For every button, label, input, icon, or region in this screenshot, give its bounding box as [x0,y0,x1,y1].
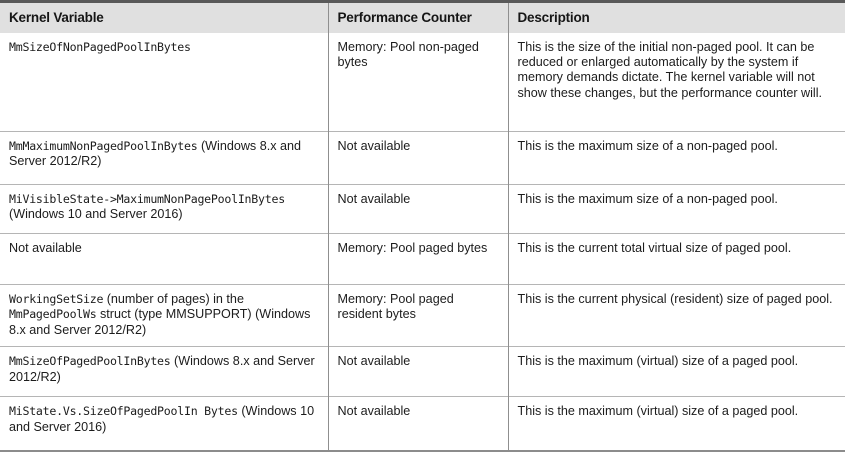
kernel-variable-code: MiVisibleState->MaximumNonPagePoolInByte… [9,192,285,206]
kernel-variable-note: (Windows 8.x and Server 2012/R2) [9,354,315,384]
header-row: Kernel Variable Performance Counter Desc… [0,1,845,33]
table-row: MiState.Vs.SizeOfPagedPoolIn Bytes (Wind… [0,396,845,451]
kernel-variable-note: (Windows 10 and Server 2016) [9,207,183,222]
cell-kernel-variable: MiState.Vs.SizeOfPagedPoolIn Bytes (Wind… [0,396,329,451]
table-row: MiVisibleState->MaximumNonPagePoolInByte… [0,184,845,234]
column-header-performance-counter: Performance Counter [328,1,509,33]
cell-description: This is the maximum (virtual) size of a … [508,396,845,451]
cell-performance-counter: Memory: Pool paged resident bytes [328,283,509,347]
kernel-variable-note: (Windows 8.x and Server 2012/R2) [9,139,302,169]
table-header: Kernel Variable Performance Counter Desc… [0,1,845,33]
kernel-variable-note: Not available [9,241,82,255]
table-body: MmSizeOfNonPagedPoolInBytes Memory: Pool… [0,32,845,451]
kernel-variable-code: MmSizeOfNonPagedPoolInBytes [9,39,191,54]
cell-performance-counter: Not available [328,396,509,451]
kernel-variable-code: MmMaximumNonPagedPoolInBytes [9,139,198,153]
cell-kernel-variable: MmSizeOfPagedPoolInBytes (Windows 8.x an… [0,346,329,397]
table-row: WorkingSetSize (number of pages) in the … [0,283,845,347]
column-header-description: Description [508,1,845,33]
cell-kernel-variable: MiVisibleState->MaximumNonPagePoolInByte… [0,184,329,234]
cell-description: This is the maximum (virtual) size of a … [508,346,845,397]
table-row: MmMaximumNonPagedPoolInBytes (Windows 8.… [0,131,845,185]
cell-description: This is the current total virtual size o… [508,233,845,285]
cell-kernel-variable: MmMaximumNonPagedPoolInBytes (Windows 8.… [0,131,329,185]
cell-description: This is the size of the initial non-page… [517,39,823,100]
cell-performance-counter: Memory: Pool non-paged bytes [328,32,509,132]
cell-performance-counter: Not available [328,131,509,185]
cell-performance-counter: Not available [328,346,509,397]
kernel-variable-code-2: MmPagedPoolWs [9,307,97,322]
cell-description: This is the maximum size of a non-paged … [508,184,845,234]
kernel-variable-note: (Windows 10 and Server 2016) [9,404,315,434]
cell-kernel-variable: MmSizeOfNonPagedPoolInBytes [0,32,329,132]
kernel-variable-code: WorkingSetSize [9,292,104,306]
table-row: MmSizeOfPagedPoolInBytes (Windows 8.x an… [0,346,845,397]
cell-kernel-variable: Not available [0,233,329,285]
table-row: MmSizeOfNonPagedPoolInBytes Memory: Pool… [0,32,845,132]
kernel-variable-note: (number of pages) in the [103,292,244,306]
cell-kernel-variable: WorkingSetSize (number of pages) in the … [0,283,329,347]
column-header-kernel-variable: Kernel Variable [0,1,329,33]
cell-performance-counter: Memory: Pool paged bytes [328,233,509,285]
cell-description: This is the maximum size of a non-paged … [508,131,845,185]
kernel-variable-code: MiState.Vs.SizeOfPagedPoolIn Bytes [9,404,238,419]
cell-performance-counter: Not available [328,184,509,234]
table-row: Not available Memory: Pool paged bytes T… [0,233,845,285]
cell-description: This is the current physical (resident) … [508,283,845,347]
kernel-variable-note-2: struct (type MMSUPPORT) (Windows 8.x and… [9,307,311,337]
kernel-variable-code: MmSizeOfPagedPoolInBytes [9,354,171,369]
